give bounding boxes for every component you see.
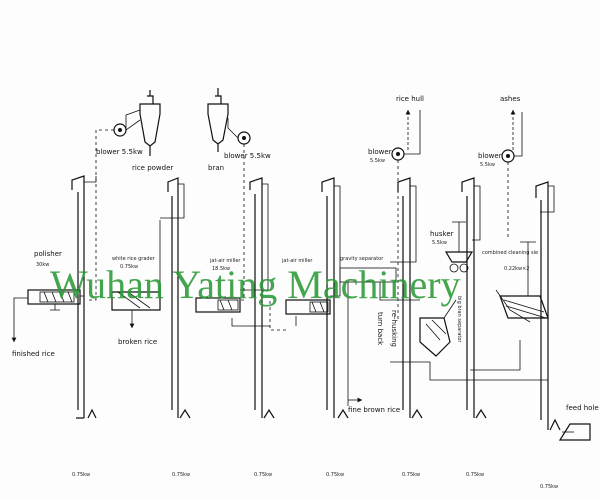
combined-cleaning-power: 0.22kw×2 xyxy=(504,266,530,272)
blower-left-label: blower 5.5kw xyxy=(96,148,143,156)
jet-air-miller-2-label: jat-air miller xyxy=(281,258,313,264)
polisher-machine xyxy=(27,289,81,311)
elevator-1-power: 0.75kw xyxy=(72,472,90,478)
elevator-3-power: 0.75kw xyxy=(254,472,272,478)
jet-air-miller-1-machine xyxy=(195,297,270,327)
re-husking-label: re-husking xyxy=(390,310,398,347)
blower-fan-right-b xyxy=(501,149,515,163)
ashes-label: ashes xyxy=(500,95,521,103)
polisher-label: polisher xyxy=(34,250,62,258)
big-bran-separator-machine xyxy=(419,299,457,357)
combined-cleaning-label: combined cleaning sie xyxy=(482,250,538,256)
white-rice-grader-power: 0.75kw xyxy=(120,264,138,270)
elevator-2-power: 0.75kw xyxy=(172,472,190,478)
elevator-4 xyxy=(321,177,349,419)
blower-mid-label: blower 5.5kw xyxy=(224,152,271,160)
jet-air-miller-1-label: jat-air miller xyxy=(209,258,241,264)
fine-brown-rice-label: fine brown rice xyxy=(348,406,400,414)
gravity-separator-label: gravity separator xyxy=(340,256,384,262)
jet-air-miller-2-machine xyxy=(285,299,331,326)
rice-powder-label: rice powder xyxy=(132,164,173,172)
elevator-7-power: 0.75kw xyxy=(540,484,558,490)
cyclone-rice-powder xyxy=(139,90,161,156)
elevator-1 xyxy=(71,175,97,419)
bran-label: bran xyxy=(208,164,224,172)
jet-air-miller-1-power: 18.5kw xyxy=(212,266,230,272)
blower-right-a-label: blower xyxy=(368,148,392,156)
elevator-4-power: 0.75kw xyxy=(326,472,344,478)
blower-fan-left xyxy=(113,123,127,137)
cyclone-bran xyxy=(207,88,229,152)
elevator-3 xyxy=(249,177,275,419)
elevator-2 xyxy=(167,177,191,419)
blower-fan-mid xyxy=(237,131,251,145)
husker-label: husker xyxy=(430,230,454,238)
feed-hole-label: feed hole xyxy=(566,404,599,412)
rice-hull-label: rice hull xyxy=(396,95,424,103)
elevator-5-power: 0.75kw xyxy=(402,472,420,478)
polisher-power: 30kw xyxy=(36,262,49,268)
finished-rice-label: finished rice xyxy=(12,350,55,358)
elevator-6 xyxy=(461,177,487,419)
blower-right-a-power: 5.5kw xyxy=(370,158,385,164)
husker-machine xyxy=(444,221,474,273)
white-rice-grader-machine xyxy=(111,220,161,311)
blower-right-b-power: 5.5kw xyxy=(480,162,495,168)
white-rice-grader-label: white rice grader xyxy=(112,256,156,262)
elevator-7 xyxy=(535,181,561,431)
elevator-6-power: 0.75kw xyxy=(466,472,484,478)
watermark-text: Wuhan Yating Machinery xyxy=(50,262,461,307)
blower-fan-right-a xyxy=(391,147,405,161)
blower-right-b-label: blower xyxy=(478,152,502,160)
turn-back-label: turn back xyxy=(376,312,384,346)
husker-power: 5.5kw xyxy=(432,240,447,246)
broken-rice-label: broken rice xyxy=(118,338,157,346)
combined-cleaning-sieve-machine xyxy=(495,241,549,323)
big-bran-separator-label: big bran separator xyxy=(456,296,462,343)
feed-hole-hopper xyxy=(558,423,591,441)
